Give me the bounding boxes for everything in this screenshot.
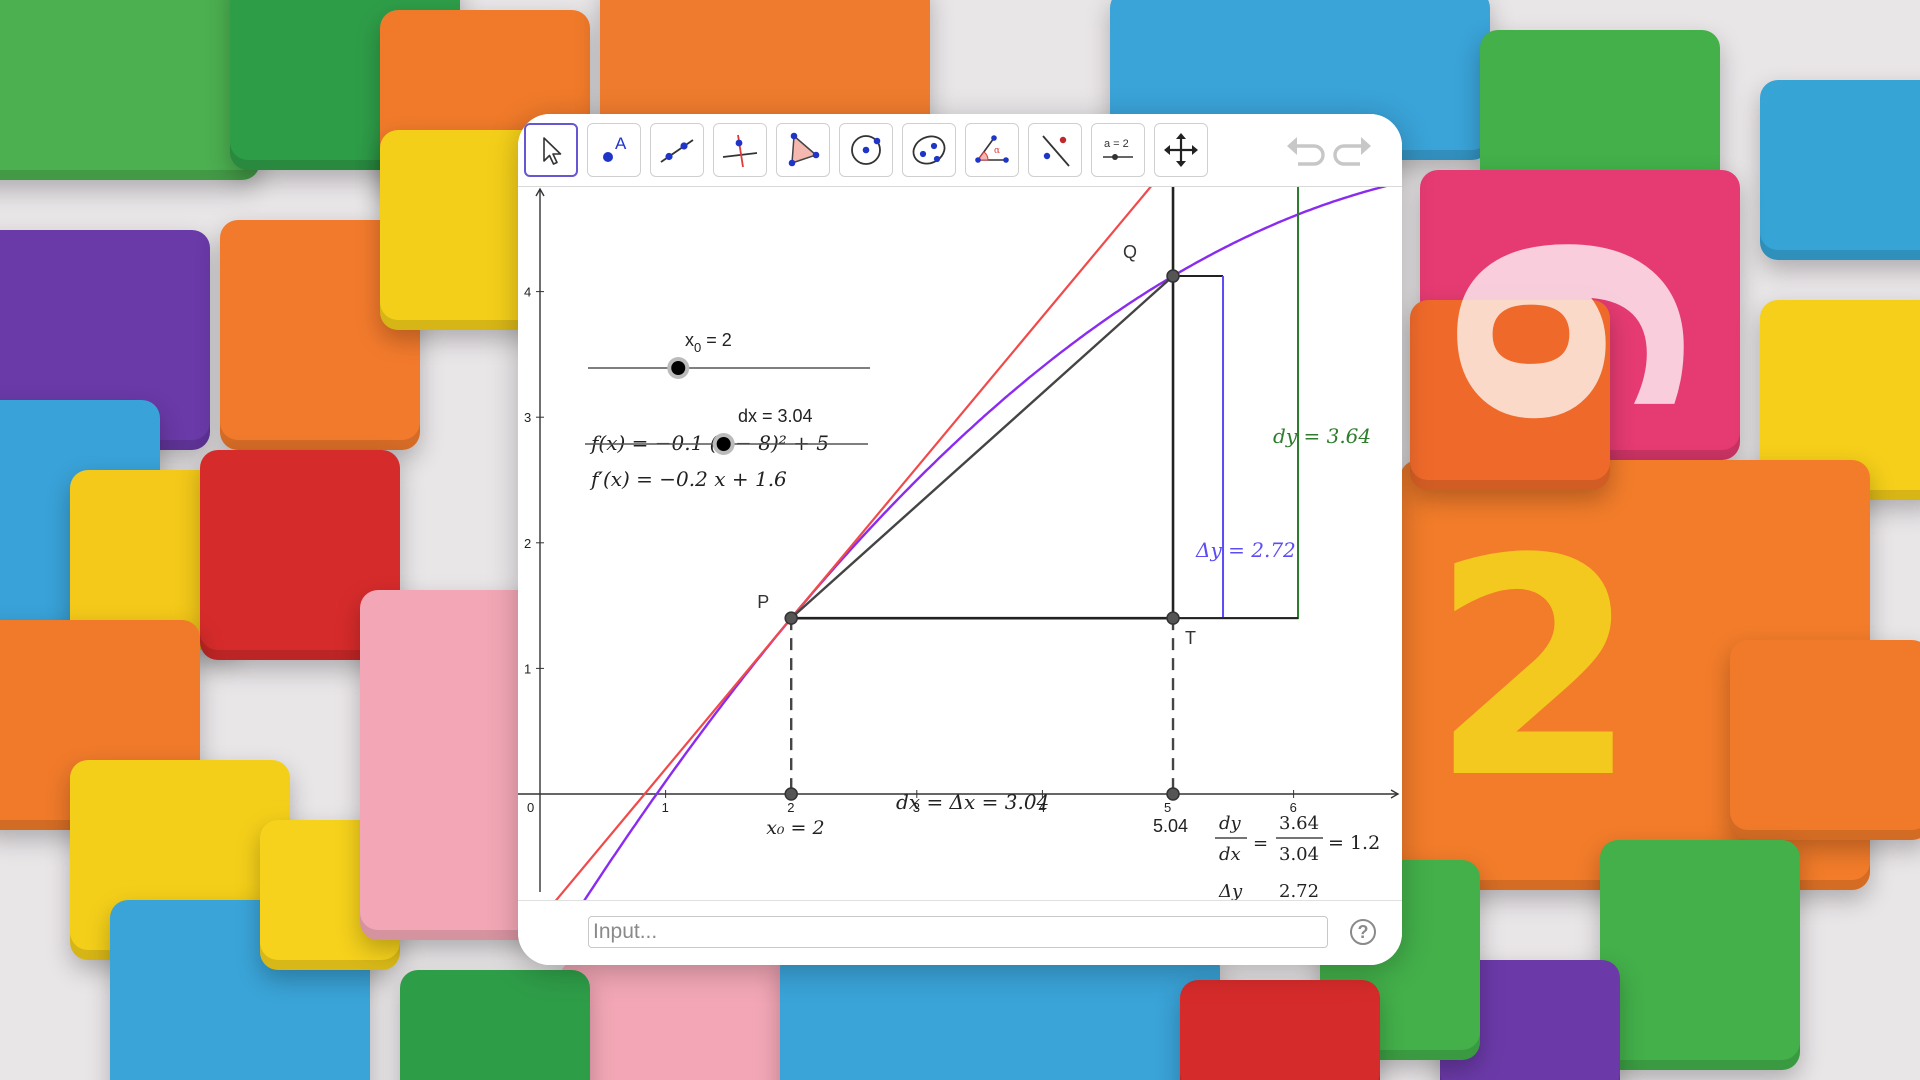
tile-number-decor: 6 <box>1390 225 1740 435</box>
point-T <box>1166 611 1180 625</box>
slider-x0-knob[interactable] <box>671 361 686 375</box>
line-icon <box>660 139 694 163</box>
help-icon[interactable]: ? <box>1350 919 1376 945</box>
line-tool-button[interactable] <box>650 123 704 177</box>
input-field[interactable] <box>588 916 1328 948</box>
circle-center-icon <box>851 135 881 165</box>
y-tick-label: 4 <box>524 285 531 300</box>
x-tick-label: 4 <box>1038 800 1045 815</box>
x-tick-label: 0 <box>527 800 534 815</box>
polygon-tool-button[interactable] <box>776 123 830 177</box>
point-tool-button[interactable]: A <box>587 123 641 177</box>
slider-icon: a = 2 <box>1103 138 1133 160</box>
point-x1-on-axis <box>1166 787 1180 801</box>
ratio-dy-dx-num: 3.64 <box>1279 813 1319 834</box>
tile-number-decor: 2 <box>1430 495 1639 844</box>
redo-icon[interactable] <box>1332 132 1374 168</box>
perpendicular-line-icon <box>722 134 758 168</box>
x-tick-label: 5 <box>1164 800 1171 815</box>
ratio-dy-dx-eq: = <box>1253 833 1268 854</box>
ratio-dy-dx-result: = 1.2 <box>1328 832 1380 854</box>
move-tool-button[interactable] <box>524 123 578 177</box>
perpendicular-tool-button[interactable] <box>713 123 767 177</box>
y-tick-label: 3 <box>524 410 531 425</box>
reflect-tool-button[interactable] <box>1028 123 1082 177</box>
function-curve <box>576 180 1402 912</box>
x-tick-label: 1 <box>662 800 669 815</box>
label-T: T <box>1185 628 1196 648</box>
dx-label: dx = Δx = 3.04 <box>896 790 1049 814</box>
slider-dx-knob[interactable] <box>716 437 731 451</box>
point-icon: A <box>603 134 627 162</box>
x-tick-label: 6 <box>1290 800 1297 815</box>
y-axis-arrow <box>535 187 545 197</box>
x-tick-label: 2 <box>787 800 794 815</box>
point-x0-on-axis <box>784 787 798 801</box>
x1-axis-label: 5.04 <box>1153 816 1188 836</box>
slider-tool-button[interactable]: a = 2 <box>1091 123 1145 177</box>
point-Q <box>1166 269 1180 283</box>
slider-icon-label: a = 2 <box>1104 138 1129 150</box>
ratio-dy-dx-lhs-den: dx <box>1219 844 1241 865</box>
svg-text:A: A <box>615 134 627 153</box>
input-bar: ? <box>518 900 1402 965</box>
slider-dx-label: dx = 3.04 <box>738 406 813 426</box>
formula-fprime: f′(x) = −0.2 x + 1.6 <box>589 467 787 491</box>
y-tick-label: 2 <box>524 536 531 551</box>
formula-f: f(x) = −0.1 (x − 8)² + 5 <box>589 431 829 455</box>
conic-tool-button[interactable] <box>902 123 956 177</box>
x0-axis-label: x₀ = 2 <box>766 817 824 839</box>
ratio-delta-num: 2.72 <box>1279 881 1319 900</box>
undo-icon[interactable] <box>1284 132 1326 168</box>
geogebra-app-window: A <box>518 114 1402 965</box>
ellipse-icon <box>912 135 946 165</box>
label-P: P <box>757 592 769 612</box>
y-tick-label: 1 <box>524 661 531 676</box>
tangent-line <box>518 157 1176 948</box>
x-axis-arrow <box>1390 789 1400 799</box>
arrow-pointer-icon <box>543 137 562 165</box>
slider-x0-label: x0 = 2 <box>685 330 732 355</box>
move-arrows-icon <box>1164 133 1198 167</box>
polygon-icon <box>788 132 820 167</box>
label-Q: Q <box>1123 242 1137 262</box>
move-graphics-tool-button[interactable] <box>1154 123 1208 177</box>
x-tick-label: 3 <box>913 800 920 815</box>
ratio-dy-dx-lhs-num: dy <box>1219 813 1242 834</box>
ratio-dy-dx-den: 3.04 <box>1279 844 1319 865</box>
svg-text:α: α <box>994 146 1000 156</box>
toolbar: A <box>518 114 1402 187</box>
dy-label: dy = 3.64 <box>1273 424 1371 448</box>
point-P <box>784 611 798 625</box>
reflect-icon <box>1042 135 1070 167</box>
circle-tool-button[interactable] <box>839 123 893 177</box>
delta-y-label: Δy = 2.72 <box>1195 538 1296 562</box>
secant-line <box>790 275 1174 620</box>
angle-tool-button[interactable]: α <box>965 123 1019 177</box>
angle-icon: α <box>975 135 1009 163</box>
ratio-delta-lhs-num: Δy <box>1218 881 1243 900</box>
